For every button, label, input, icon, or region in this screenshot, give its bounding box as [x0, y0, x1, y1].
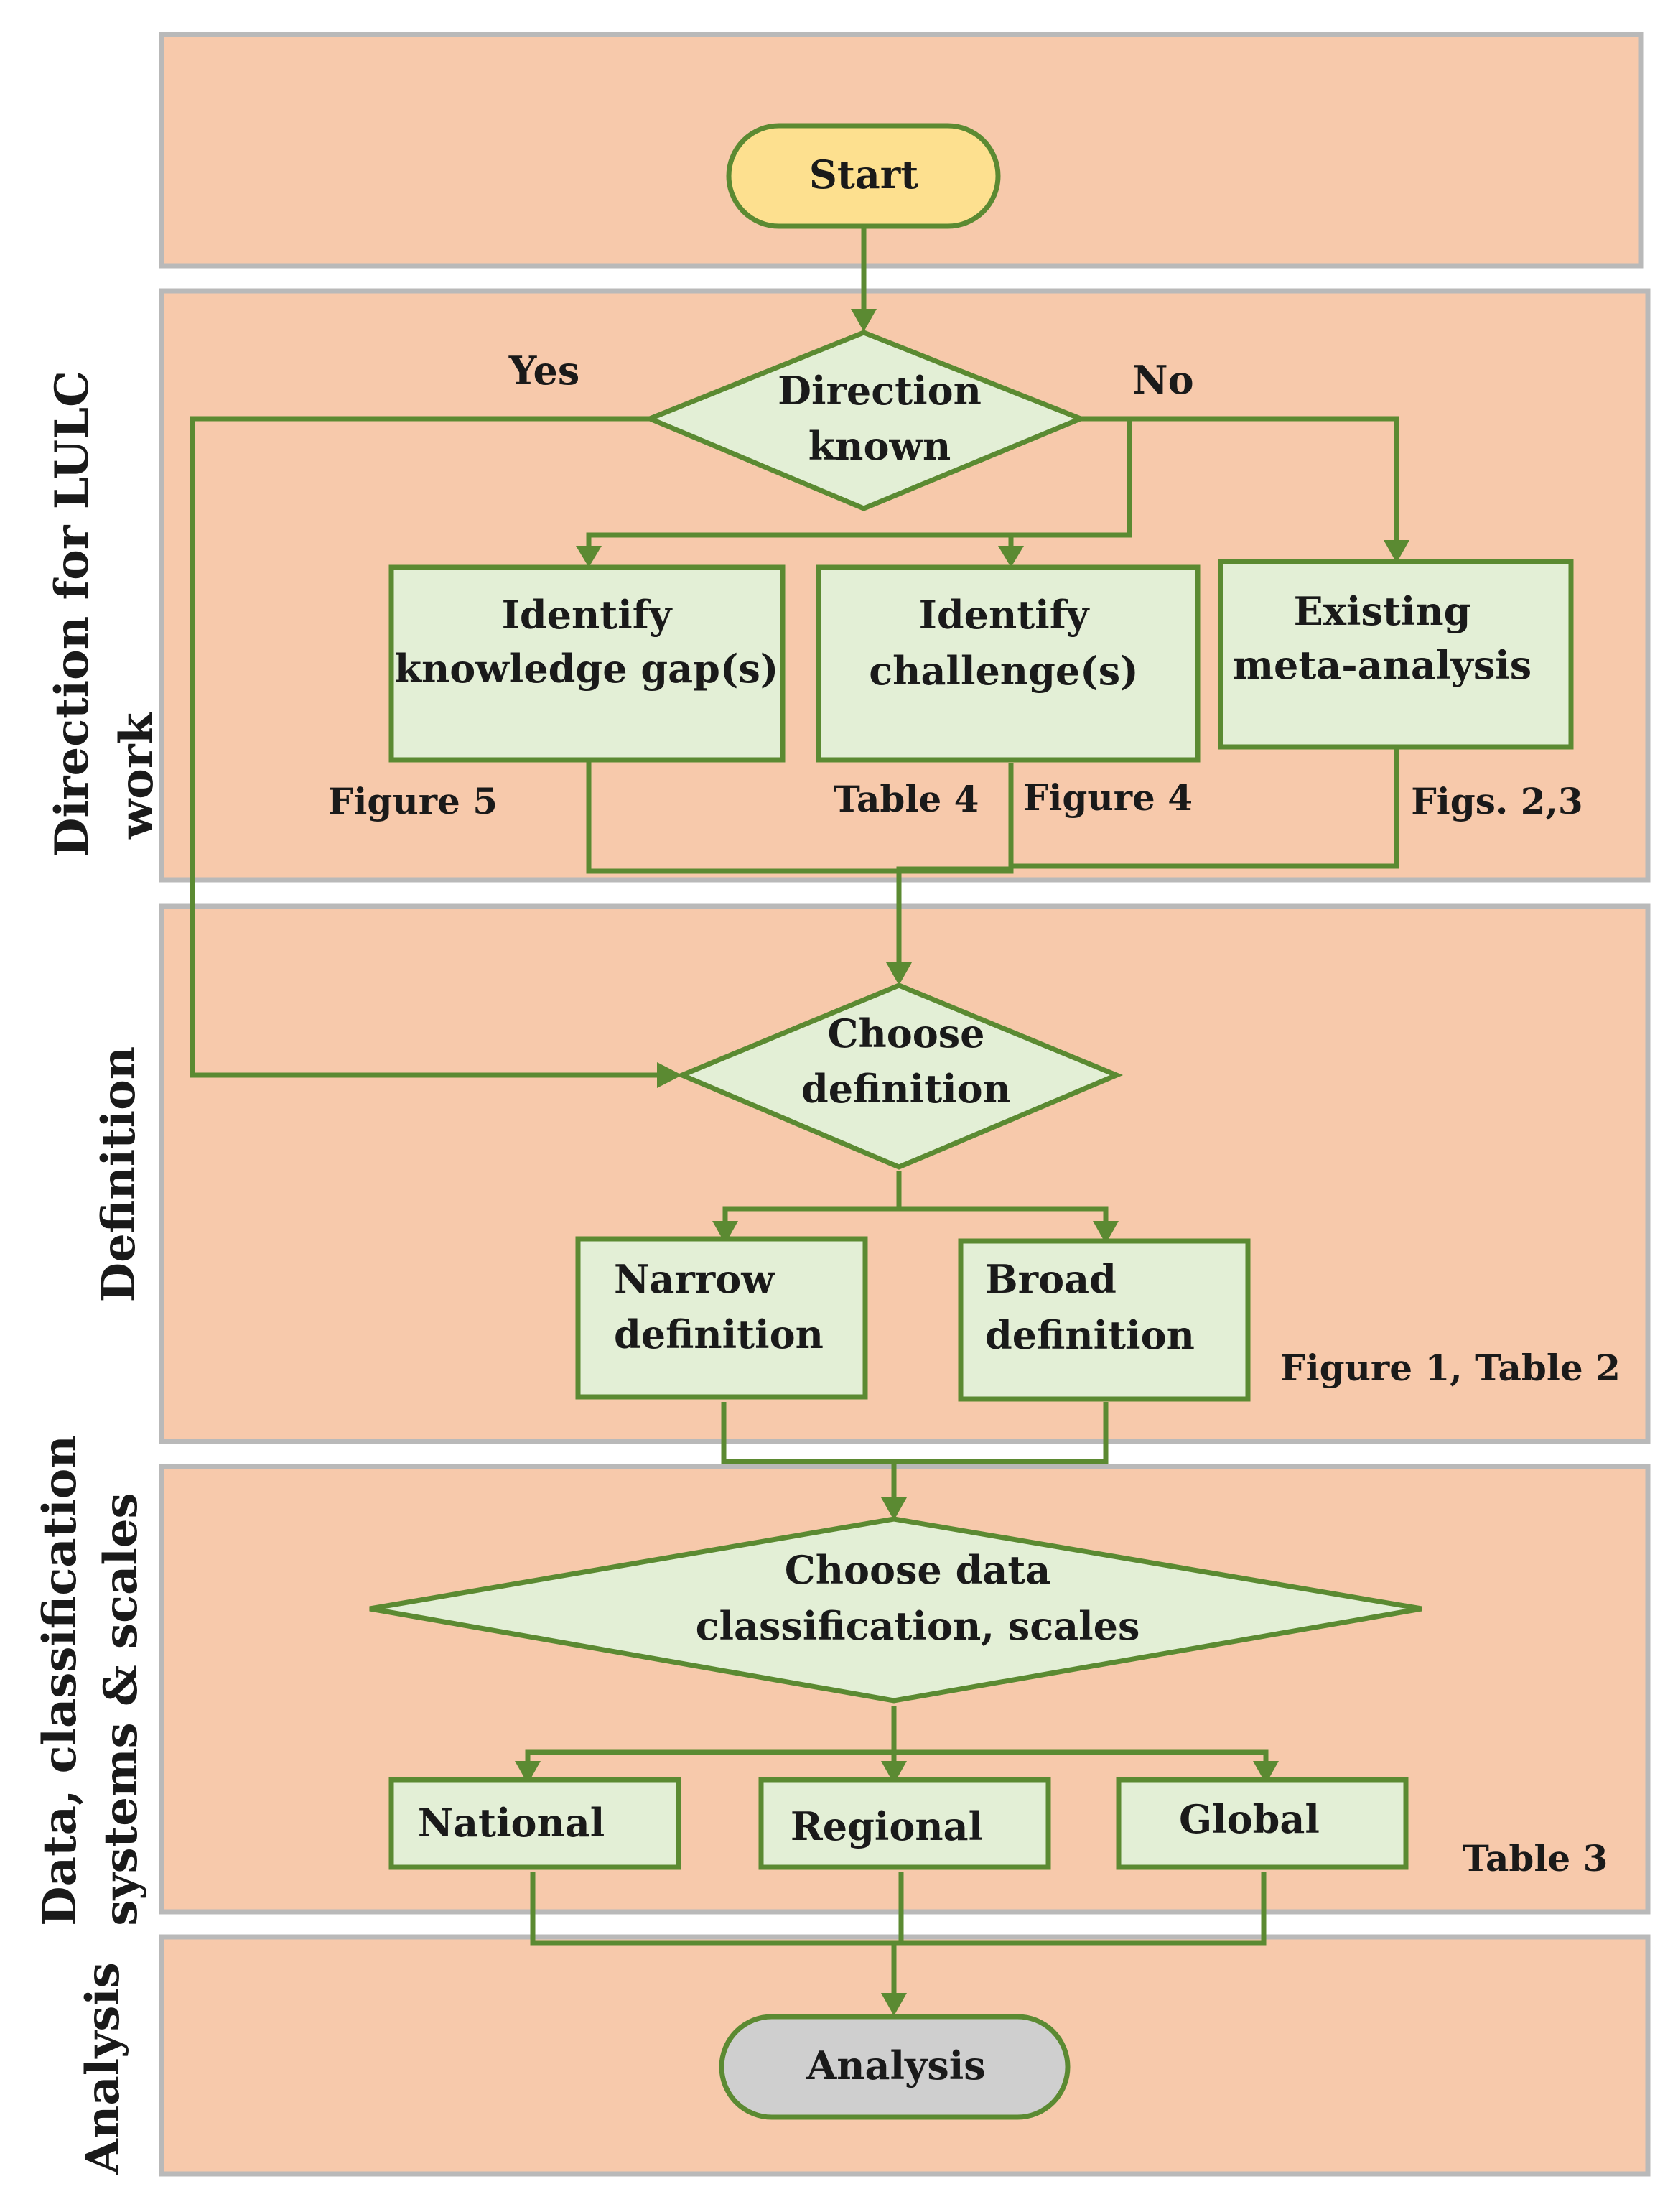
narrow-definition-label-line2: definition — [614, 1311, 824, 1357]
arrowhead — [886, 962, 912, 985]
edge-label-yes: Yes — [508, 348, 580, 394]
edge-merge-direction — [586, 761, 1014, 874]
edge-data-global — [894, 1749, 1269, 1761]
edge-data-split — [525, 1706, 897, 1761]
ref-table4: Table 4 — [834, 778, 979, 820]
edge-no-meta — [1081, 416, 1399, 540]
knowledge-gap-label-line2: knowledge gap(s) — [395, 646, 779, 692]
connectors — [190, 228, 1409, 2016]
regional-label: Regional — [791, 1803, 983, 1849]
start-node — [726, 123, 1001, 229]
edge-to-choose-definition — [896, 866, 1014, 962]
narrow-definition-label-line1: Narrow — [614, 1256, 775, 1302]
edge-no-identify — [586, 419, 1132, 546]
edge-label-no: No — [1132, 357, 1193, 403]
regional-box — [758, 1777, 1051, 1870]
edge-merge-meta — [1011, 749, 1399, 869]
ref-table3: Table 3 — [1463, 1837, 1608, 1879]
meta-analysis-label-line1: Existing — [1294, 588, 1471, 634]
band-label-analysis: Analysis — [76, 1962, 130, 2175]
edge-yes — [190, 416, 657, 1078]
arrowhead — [881, 1497, 907, 1520]
ref-figs23: Figs. 2,3 — [1411, 780, 1583, 822]
choose-data-label-line2: classification, scales — [696, 1603, 1140, 1649]
choose-definition-label-line1: Choose — [827, 1010, 984, 1056]
global-box — [1116, 1777, 1409, 1870]
choose-data-decision — [369, 1516, 1422, 1704]
arrowhead — [998, 546, 1024, 567]
broad-definition-label-line1: Broad — [985, 1256, 1117, 1302]
choose-definition-label-line2: definition — [801, 1066, 1011, 1112]
edge-def-broad — [899, 1206, 1109, 1221]
direction-known-label-line1: Direction — [778, 368, 982, 414]
analysis-label: Analysis — [806, 2043, 985, 2088]
edge-def-split — [722, 1171, 902, 1221]
challenge-box — [816, 564, 1201, 763]
narrow-definition-box — [575, 1236, 868, 1400]
arrowhead — [657, 1062, 682, 1088]
band-label-data-line1: Data, classification — [33, 1435, 87, 1926]
edge-def-merge — [721, 1402, 1109, 1464]
band-label-data-line2: systems & scales — [94, 1492, 148, 1925]
arrowhead — [515, 1761, 541, 1784]
arrowhead — [1384, 540, 1409, 563]
direction-known-decision — [643, 330, 1088, 511]
band-label-definition: Definition — [92, 1046, 146, 1303]
knowledge-gap-label-line1: Identify — [502, 592, 673, 638]
broad-definition-box — [958, 1238, 1251, 1402]
challenge-label-line1: Identify — [919, 592, 1090, 638]
choose-data-label-line1: Choose data — [785, 1547, 1051, 1593]
direction-known-label-line2: known — [808, 423, 951, 469]
ref-figure1-table2: Figure 1, Table 2 — [1280, 1347, 1621, 1389]
arrowhead — [881, 1993, 907, 2016]
ref-figure4: Figure 4 — [1023, 776, 1193, 819]
band-label-direction-line1: Direction for LULC — [45, 371, 99, 858]
arrowhead — [576, 546, 602, 567]
start-label: Start — [809, 152, 918, 198]
challenge-label-line2: challenge(s) — [869, 648, 1138, 694]
arrowhead — [1253, 1761, 1279, 1784]
national-label: National — [418, 1800, 605, 1846]
edge-scales-merge — [530, 1872, 1267, 1946]
arrowhead — [851, 309, 877, 332]
ref-figure5: Figure 5 — [328, 780, 498, 822]
national-box — [388, 1777, 681, 1870]
global-label: Global — [1179, 1796, 1320, 1842]
meta-analysis-box — [1218, 559, 1574, 750]
arrowhead — [1093, 1221, 1119, 1244]
meta-analysis-label-line2: meta-analysis — [1233, 642, 1532, 688]
arrowhead — [712, 1221, 738, 1244]
arrowhead — [881, 1761, 907, 1784]
band-label-direction-line2: work — [110, 711, 164, 840]
choose-definition-decision — [675, 982, 1124, 1170]
analysis-node — [719, 2014, 1071, 2120]
knowledge-gap-box — [388, 564, 786, 763]
broad-definition-label-line2: definition — [985, 1312, 1195, 1358]
